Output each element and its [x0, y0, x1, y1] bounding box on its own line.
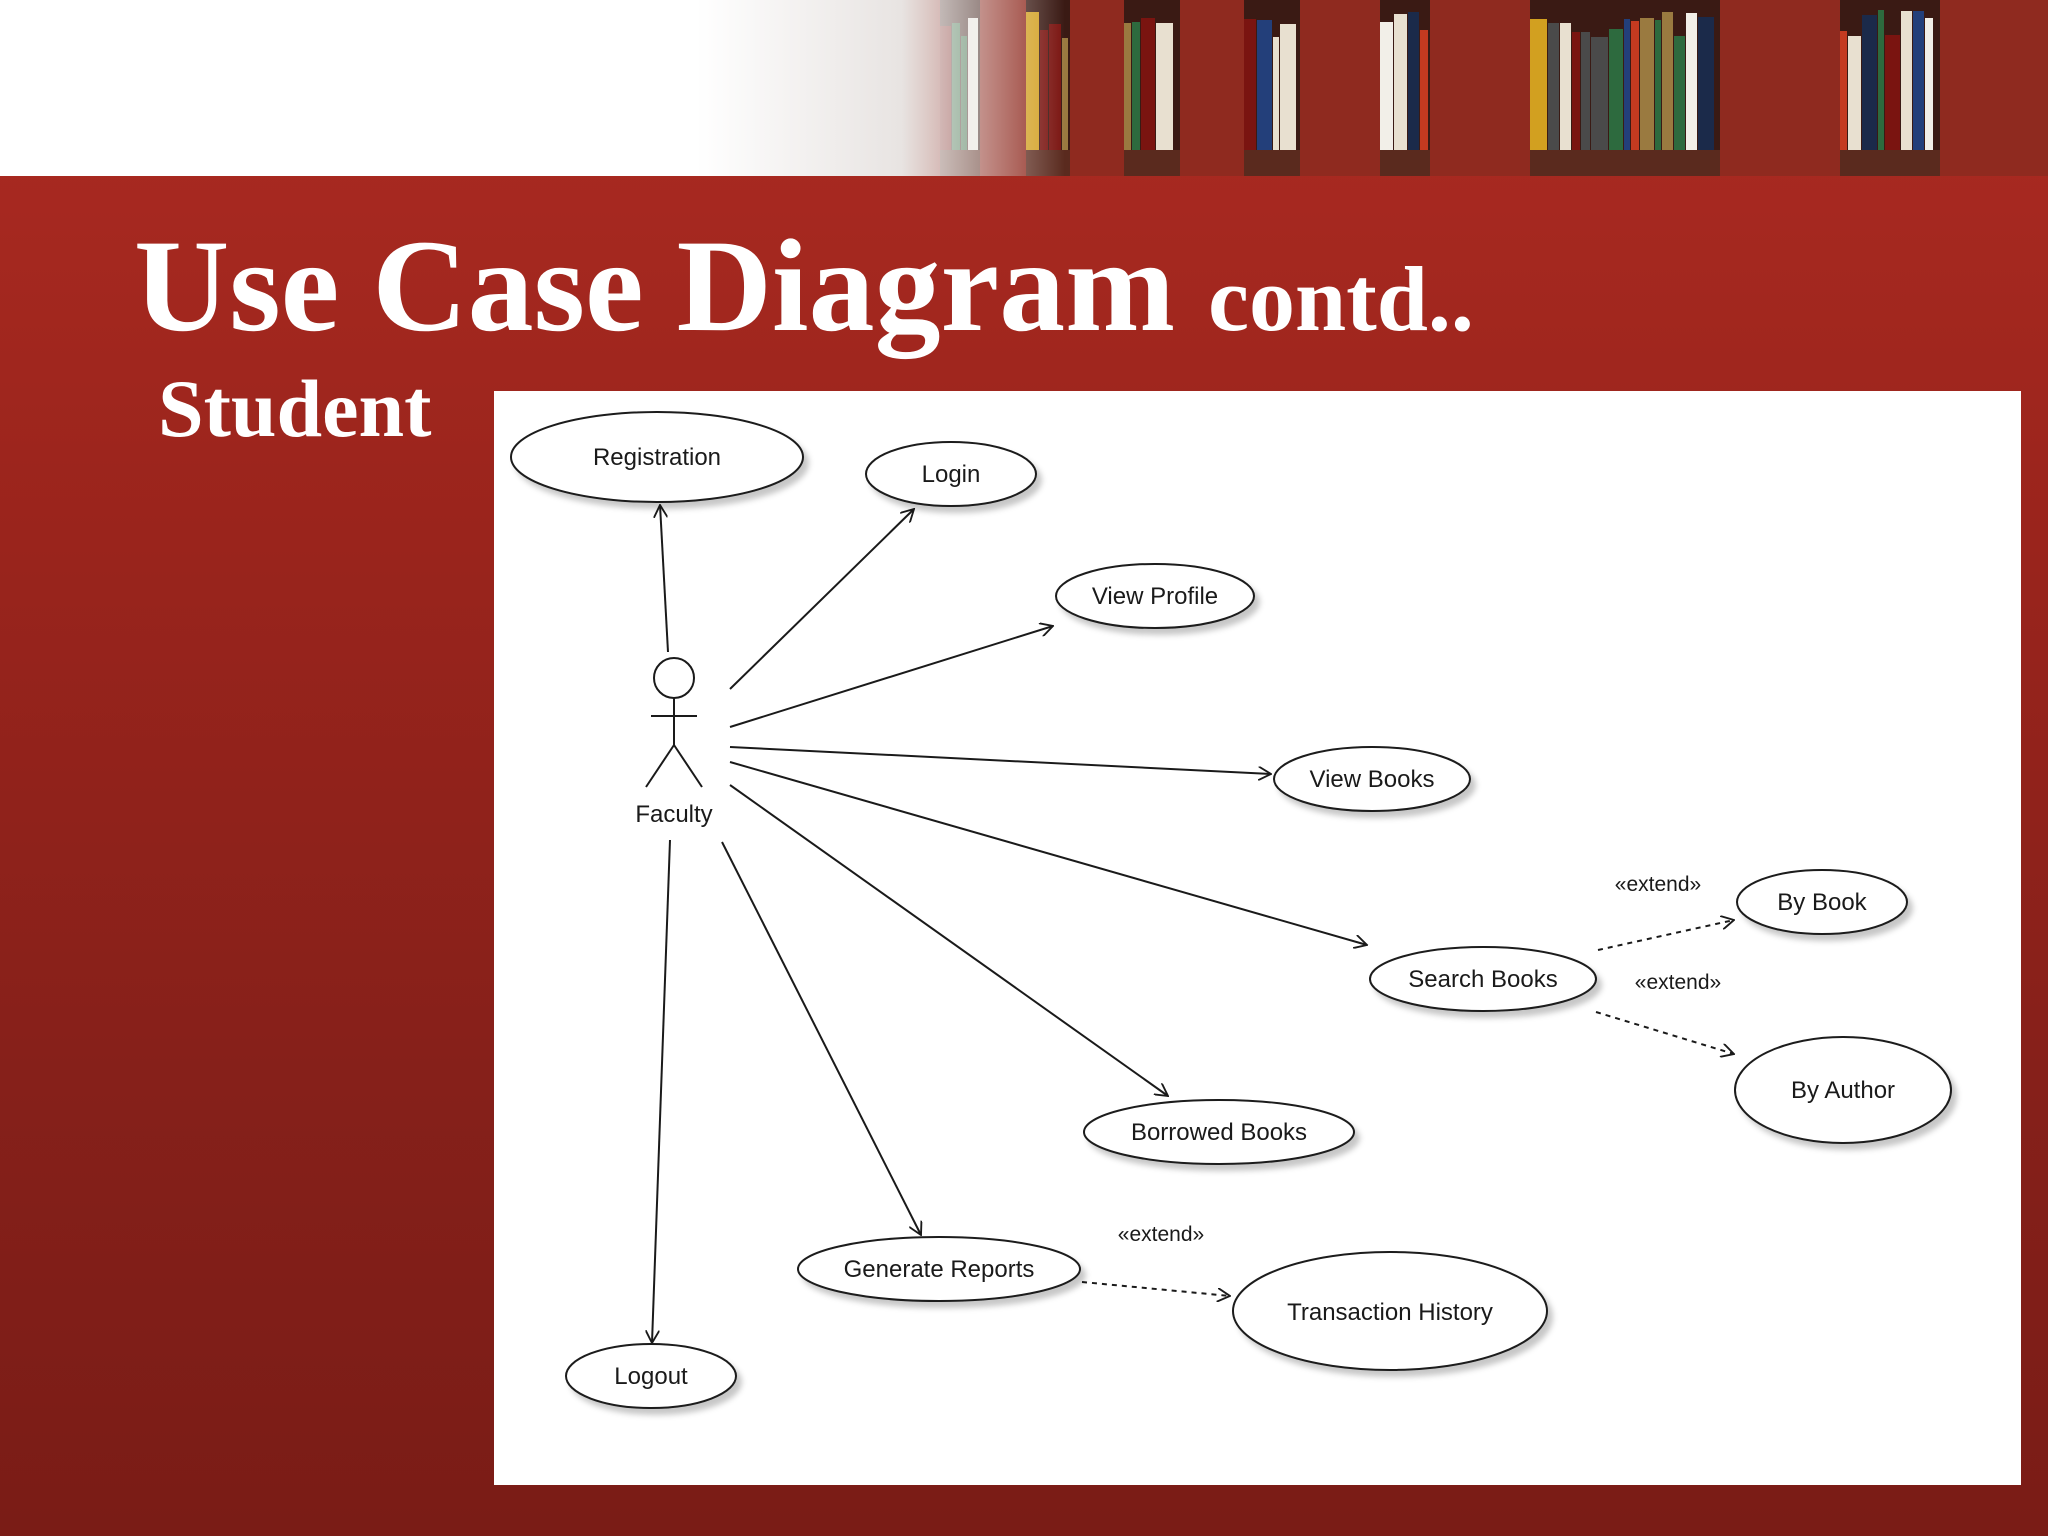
actor-left-leg [645, 744, 675, 788]
use-case-transaction-history: Transaction History [1232, 1251, 1548, 1371]
use-case-view-books: View Books [1273, 746, 1471, 812]
use-case-label-login: Login [922, 461, 981, 488]
slide-subtitle: Student [158, 363, 432, 454]
extend-by-book [1597, 920, 1734, 951]
title-main: Use Case Diagram [134, 212, 1176, 359]
extend-by-author [1595, 1011, 1734, 1054]
extend-label-transaction-history: «extend» [1118, 1223, 1204, 1246]
actor-faculty [645, 657, 703, 788]
use-case-label-search-books: Search Books [1408, 966, 1557, 993]
library-bookshelf-banner [0, 0, 2048, 176]
bookshelf-image [0, 0, 2048, 176]
actor-right-leg [673, 744, 703, 788]
assoc-registration [660, 505, 669, 653]
use-case-label-view-books: View Books [1310, 766, 1435, 793]
use-case-by-author: By Author [1734, 1036, 1952, 1144]
extend-transaction-history [1081, 1281, 1230, 1296]
assoc-view-profile [729, 626, 1053, 728]
use-case-by-book: By Book [1736, 869, 1908, 935]
use-case-label-by-author: By Author [1791, 1077, 1895, 1104]
use-case-borrowed-books: Borrowed Books [1083, 1099, 1355, 1165]
assoc-generate-reports [721, 841, 921, 1235]
assoc-logout [652, 839, 671, 1343]
use-case-label-transaction-history: Transaction History [1287, 1299, 1493, 1326]
use-case-generate-reports: Generate Reports [797, 1236, 1081, 1302]
use-case-login: Login [865, 441, 1037, 507]
use-case-diagram: Faculty «extend» «extend» «extend» [510, 411, 1952, 1409]
actor-label: Faculty [635, 801, 712, 828]
extend-label-by-author: «extend» [1635, 971, 1721, 994]
use-case-view-profile: View Profile [1055, 563, 1255, 629]
use-case-label-by-book: By Book [1777, 889, 1867, 916]
use-case-label-registration: Registration [593, 444, 721, 471]
use-case-logout: Logout [565, 1343, 737, 1409]
use-case-label-logout: Logout [614, 1363, 688, 1390]
associations [652, 505, 1367, 1343]
use-case-diagram-panel: Faculty «extend» «extend» «extend» [494, 391, 2021, 1485]
use-case-label-generate-reports: Generate Reports [844, 1256, 1035, 1283]
use-case-label-view-profile: View Profile [1092, 583, 1218, 610]
assoc-borrowed-books [729, 784, 1168, 1096]
assoc-login [729, 509, 914, 690]
use-case-search-books: Search Books [1369, 946, 1597, 1012]
use-case-registration: Registration [510, 411, 804, 503]
title-suffix: contd.. [1208, 248, 1474, 350]
extend-relations [1081, 920, 1734, 1296]
slide-title: Use Case Diagram contd.. [134, 220, 1474, 352]
extend-label-by-book: «extend» [1615, 873, 1701, 896]
assoc-view-books [729, 746, 1271, 774]
actor-head [653, 657, 695, 699]
use-case-label-borrowed-books: Borrowed Books [1131, 1119, 1307, 1146]
assoc-search-books [729, 761, 1367, 945]
